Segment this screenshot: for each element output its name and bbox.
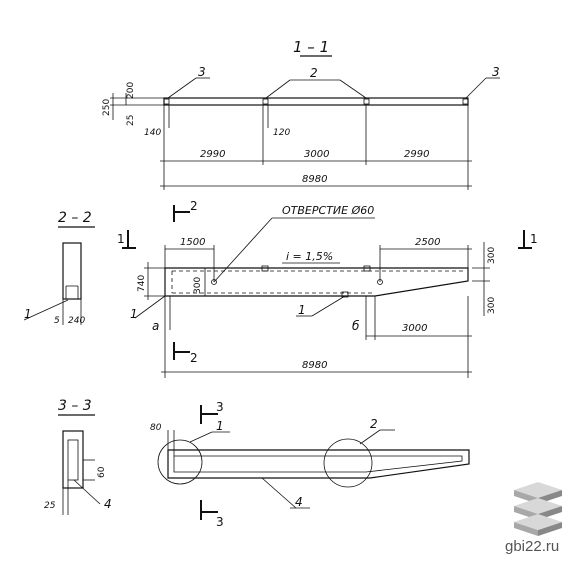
dim-25-s33: 25 [44,501,56,511]
plan-view: 3 3 80 1 2 4 [150,400,470,529]
dim-8980-elev: 8980 [302,360,327,371]
callout-4-s33: 4 [104,497,112,511]
cut-3-top: 3 [216,400,224,414]
dim-200: 200 [126,82,136,99]
dim-300-right-top: 300 [487,247,497,264]
elevation-view: 2 2 1 1 ОТВЕРСТИЕ Ø60 i = 1,5% 1500 [117,199,538,378]
dim-8980-top: 8980 [302,174,327,185]
cut-1-left: 1 [117,232,125,246]
dim-250: 250 [102,99,112,116]
section-2-2: 2 – 2 1 5 240 [23,210,95,326]
callout-1-elev-mid: 1 [298,303,306,317]
cut-1-right: 1 [530,232,538,246]
beam-section-1-1 [163,97,469,106]
dim-3000-elev: 3000 [402,323,427,334]
beam-plan [167,449,470,479]
watermark-text: gbi22.ru [505,538,560,555]
dim-740: 740 [137,275,147,292]
callout-1-elev-left: 1 [130,307,138,321]
cross-section-2-2 [62,242,82,300]
mark-b: б [352,319,360,333]
dim-5: 5 [54,316,60,326]
site-logo [514,482,562,536]
dim-1500: 1500 [180,237,205,248]
cut-3-bottom: 3 [216,515,224,529]
dim-3000-mid: 3000 [304,149,329,160]
beam-elevation [164,267,469,297]
callout-3-right: 3 [492,65,500,79]
callout-2: 2 [310,66,318,80]
dim-60: 60 [97,466,107,478]
section-2-2-title: 2 – 2 [58,210,92,226]
detail-circle-2 [323,438,373,488]
dim-300-inner: 300 [193,277,203,294]
cut-2-top: 2 [190,199,198,213]
dim-25: 25 [126,115,136,126]
dim-2990-right: 2990 [404,149,429,160]
section-1-1: 1 – 1 3 2 3 250 200 25 140 120 [102,38,500,190]
callout-3-left: 3 [198,65,206,79]
section-3-3: 3 – 3 60 25 4 [44,398,112,515]
dim-240: 240 [68,316,85,326]
callout-1-plan: 1 [216,419,224,433]
dim-140: 140 [144,128,161,138]
hole-label: ОТВЕРСТИЕ Ø60 [282,204,374,217]
callout-2-plan: 2 [370,417,378,431]
dim-2990-left: 2990 [200,149,225,160]
dim-80: 80 [150,423,162,433]
dim-300-right-bottom: 300 [487,297,497,314]
mark-a: а [152,319,159,333]
detail-circle-1 [157,439,203,485]
dim-120: 120 [273,128,290,138]
section-3-3-title: 3 – 3 [58,398,92,414]
slope-label: i = 1,5% [286,250,333,263]
callout-1-s22: 1 [24,307,32,321]
cross-section-3-3 [62,430,84,489]
dim-2500: 2500 [415,237,440,248]
section-1-1-title: 1 – 1 [293,38,329,56]
cut-2-bottom: 2 [190,351,198,365]
callout-4-plan: 4 [295,495,303,509]
